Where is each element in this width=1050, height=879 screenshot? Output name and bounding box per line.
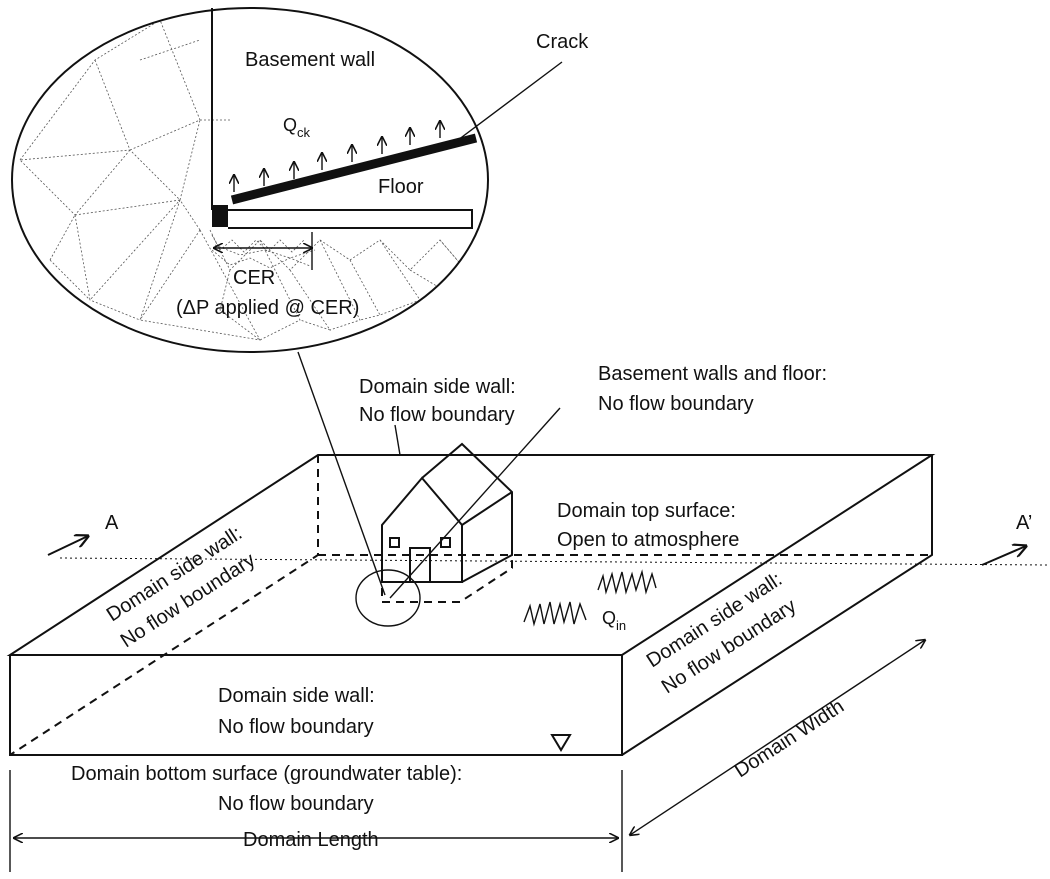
label-q-in: Qin bbox=[602, 608, 626, 633]
flux-arrows bbox=[234, 121, 440, 192]
label-side-wall-front-1: Domain side wall: bbox=[218, 685, 375, 707]
label-bottom-surface-1: Domain bottom surface (groundwater table… bbox=[71, 763, 462, 785]
label-section-a-prime: A’ bbox=[1016, 512, 1032, 534]
label-domain-width: Domain Width bbox=[731, 695, 848, 782]
label-side-wall-front-2: No flow boundary bbox=[218, 716, 374, 738]
label-basement-wall: Basement wall bbox=[245, 49, 375, 71]
label-domain-length: Domain Length bbox=[243, 829, 379, 851]
label-floor: Floor bbox=[378, 176, 424, 198]
inset-leader-right bbox=[389, 407, 561, 599]
house bbox=[355, 442, 513, 627]
domain-box bbox=[6, 454, 1049, 756]
label-q-ck: Qck bbox=[283, 115, 311, 140]
label-cer: CER bbox=[233, 267, 275, 289]
inset-ellipse bbox=[11, 7, 489, 353]
section-arrow-a-prime bbox=[981, 546, 1026, 566]
label-crack: Crack bbox=[536, 31, 589, 53]
inset-leader-left bbox=[297, 351, 386, 596]
label-section-a: A bbox=[105, 512, 119, 534]
label-basement-2: No flow boundary bbox=[598, 393, 754, 415]
label-basement-1: Basement walls and floor: bbox=[598, 363, 827, 385]
label-top-surface-2: Open to atmosphere bbox=[557, 529, 739, 551]
label-side-wall-back-1: Domain side wall: bbox=[359, 376, 516, 398]
width-dimension bbox=[630, 640, 925, 835]
inset-detail: Basement wall Crack Qck Floor CER (ΔP ap… bbox=[11, 7, 589, 353]
label-side-wall-back-2: No flow boundary bbox=[359, 404, 515, 426]
label-top-surface-1: Domain top surface: bbox=[557, 500, 736, 522]
section-arrow-a bbox=[47, 536, 88, 556]
label-bottom-surface-2: No flow boundary bbox=[218, 793, 374, 815]
back-wall-leader bbox=[394, 424, 401, 456]
vegetation bbox=[523, 569, 657, 627]
label-cer-note: (ΔP applied @ CER) bbox=[176, 297, 359, 319]
finite-element-mesh bbox=[19, 19, 471, 341]
